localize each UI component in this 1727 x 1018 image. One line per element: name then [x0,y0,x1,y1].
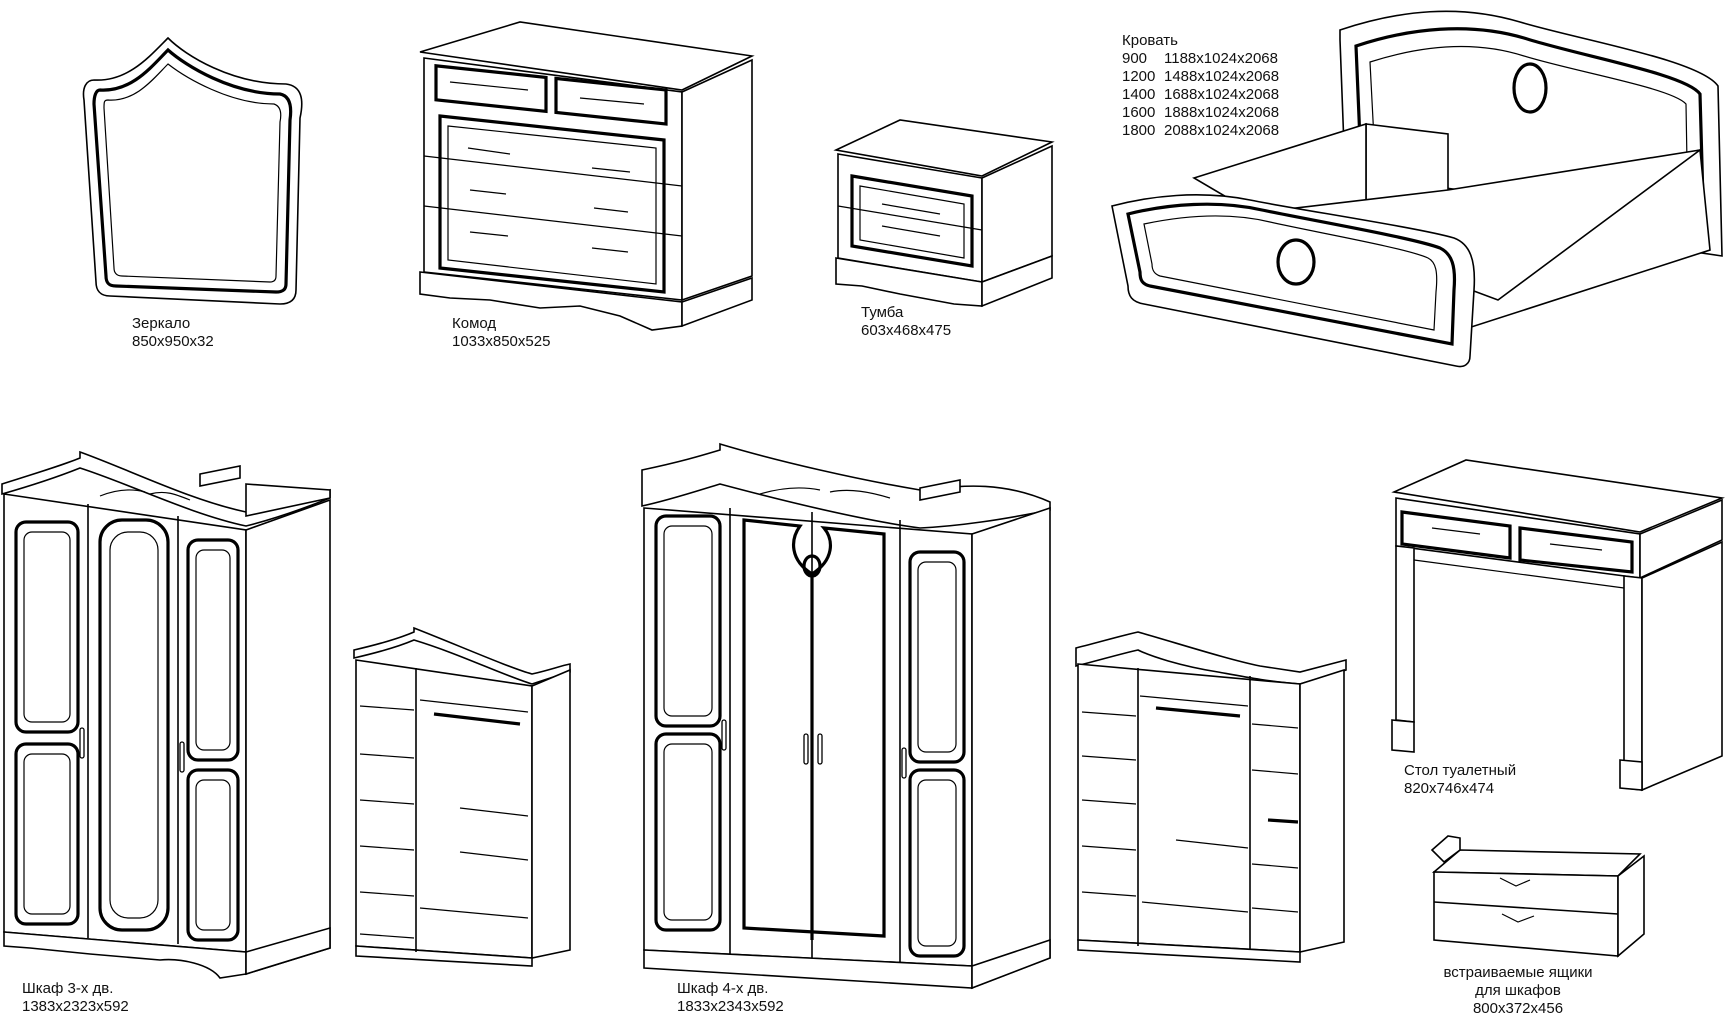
vanity-name: Стол туалетный [1404,762,1517,779]
wardrobe4-open-drawing [1075,631,1347,963]
wardrobe3-open-drawing [353,626,571,967]
bed-size-dims: 1888x1024x2068 [1164,104,1280,121]
mirror-drawing [82,36,303,305]
drawers-name-line1: встраиваемые ящики [1443,964,1593,981]
bed-size-row: 1800 2088x1024x2068 [1122,122,1279,140]
wardrobe4-drawing [641,442,1051,990]
dresser-label: Комод 1033x850x525 [452,315,550,351]
bed-size-width: 900 [1122,50,1148,67]
bed-size-row: 1200 1488x1024x2068 [1122,68,1279,86]
vanity-dims: 820x746x474 [1404,780,1495,797]
vanity-label: Стол туалетный 820x746x474 [1404,762,1516,798]
drawers-drawing [1430,835,1645,958]
mirror-dims: 850x950x32 [132,333,214,350]
bed-size-width: 1200 [1122,68,1156,85]
bed-drawing [1111,10,1723,368]
bed-size-width: 1800 [1122,122,1156,139]
bed-size-dims: 1188x1024x2068 [1164,50,1278,67]
mirror-name: Зеркало [132,315,191,332]
drawers-label: встраиваемые ящики для шкафов 800x372x45… [1412,964,1624,1018]
nightstand-drawing [833,119,1055,308]
bed-label: Кровать 900 1188x1024x2068 1200 1488x1024x… [1122,32,1279,140]
wardrobe3-name: Шкаф 3-х дв. [22,980,114,997]
dresser-name: Комод [452,315,497,332]
wardrobe4-name: Шкаф 4-х дв. [677,980,769,997]
bed-size-row: 1400 1688x1024x2068 [1122,86,1279,104]
wardrobe3-label: Шкаф 3-х дв. 1383x2323x592 [22,980,129,1016]
bed-size-dims: 1688x1024x2068 [1164,86,1280,103]
wardrobe4-dims: 1833x2343x592 [677,998,784,1015]
nightstand-name: Тумба [861,304,904,321]
nightstand-label: Тумба 603x468x475 [861,304,951,340]
drawers-name-line2: для шкафов [1475,982,1561,999]
wardrobe3-dims: 1383x2323x592 [22,998,129,1015]
drawers-dims: 800x372x456 [1472,1000,1564,1017]
bed-size-dims: 1488x1024x2068 [1164,68,1280,85]
bed-size-width: 1400 [1122,86,1156,103]
bed-size-row: 900 1188x1024x2068 [1122,50,1279,68]
nightstand-dims: 603x468x475 [861,322,952,339]
mirror-label: Зеркало 850x950x32 [132,315,214,351]
bed-size-width: 1600 [1122,104,1156,121]
wardrobe3-drawing [1,450,331,979]
bed-name: Кровать [1122,32,1178,49]
wardrobe4-label: Шкаф 4-х дв. 1833x2343x592 [677,980,784,1016]
bed-size-row: 1600 1888x1024x2068 [1122,104,1279,122]
dresser-drawing [419,21,755,331]
dresser-dims: 1033x850x525 [452,333,551,350]
bed-size-dims: 2088x1024x2068 [1164,122,1280,139]
vanity-drawing [1391,459,1725,792]
